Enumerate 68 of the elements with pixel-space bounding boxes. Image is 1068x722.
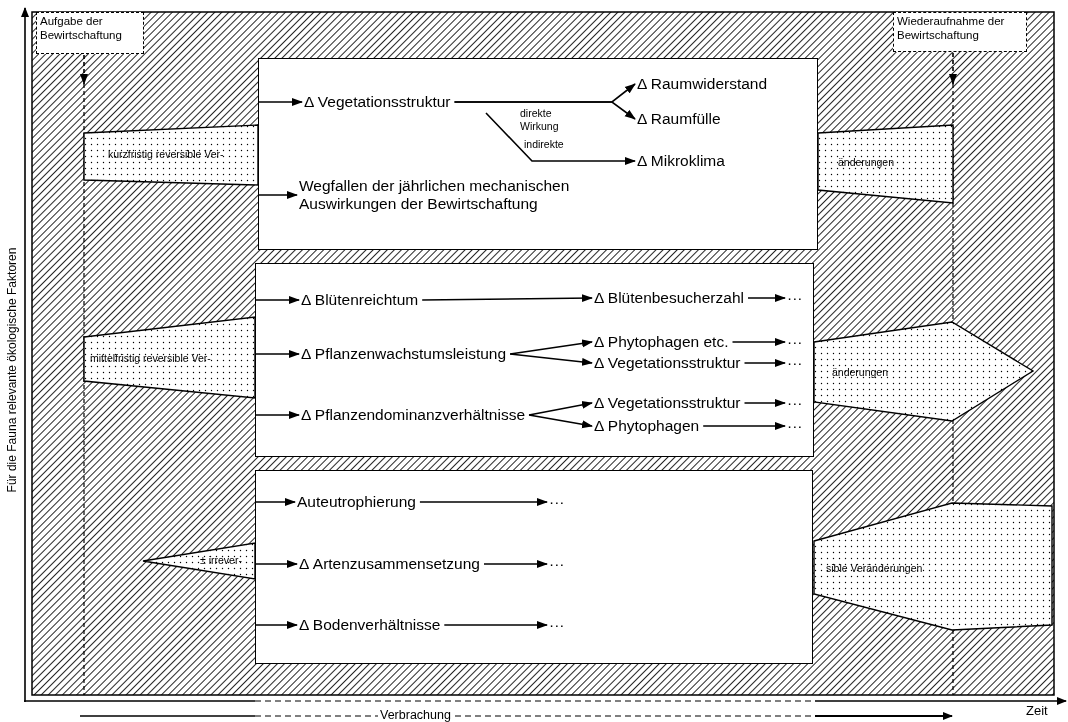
continuation-dots: ···: [787, 394, 803, 412]
arrow: [483, 560, 548, 568]
edge-label: indirekte: [524, 138, 564, 151]
dotted-band: [84, 317, 255, 398]
arrow: [443, 621, 548, 629]
dotted-band: [814, 503, 1052, 630]
arrow: [257, 191, 298, 199]
arrow: [419, 498, 548, 506]
dotted-band: [818, 125, 953, 203]
arrow: [747, 294, 786, 302]
arrow: [528, 414, 593, 429]
arrow: [485, 112, 636, 165]
factor-label: Δ Bodenverhältnisse: [299, 616, 441, 634]
continuation-dots: ···: [549, 616, 565, 634]
band-label: ± irrever-: [200, 554, 242, 566]
arrow: [254, 498, 296, 506]
continuation-dots: ···: [549, 555, 565, 573]
event-label: Aufgabe der Bewirtschaftung: [36, 12, 144, 54]
arrow: [421, 294, 593, 303]
dotted-band: [814, 322, 1033, 421]
arrow: [743, 399, 786, 407]
factor-label: Δ Mikroklima: [637, 152, 725, 170]
band-label: mittelfristig reversible Ver-: [90, 352, 211, 364]
arrow: [528, 400, 593, 416]
dotted-band: [84, 125, 258, 185]
factor-label: Δ Raumwiderstand: [637, 75, 768, 93]
arrow: [254, 621, 298, 629]
continuation-dots: ···: [549, 493, 565, 511]
arrow: [257, 98, 303, 106]
factor-label: Δ Blütenbesucherzahl: [594, 289, 744, 307]
factor-label: Δ Phytophagen etc.: [594, 333, 729, 351]
continuation-dots: ···: [787, 354, 803, 372]
factor-label: Δ Artenzusammensetzung: [299, 555, 480, 573]
continuation-dots: ···: [787, 289, 803, 307]
arrow: [254, 560, 298, 568]
factor-label: Wegfallen der jährlichen mechanischen Auswirkungen der Bewirtschaftung: [299, 177, 617, 213]
event-label: Wiederaufnahme der Bewirtschaftung: [893, 12, 1027, 52]
axis-title: Für die Fauna relevante ökologische Faktoren: [4, 247, 20, 493]
band-label: änderungen: [838, 156, 895, 168]
factor-panel: [258, 58, 818, 250]
continuation-dots: ···: [787, 417, 803, 435]
arrow: [254, 296, 300, 304]
factor-label: Δ Vegetationsstruktur: [594, 394, 741, 412]
factor-label: Δ Pflanzendominanzverhältnisse: [301, 406, 526, 424]
continuation-dots: ···: [787, 333, 803, 351]
arrow: [254, 350, 300, 358]
arrow: [80, 54, 88, 85]
arrow: [731, 338, 786, 346]
factor-label: Δ Phytophagen: [594, 417, 700, 435]
factor-panel: [255, 263, 814, 457]
band-label: kurzfristig reversible Ver-: [108, 148, 224, 160]
factor-label: Δ Blütenreichtum: [301, 291, 419, 309]
axis-title: Zeit: [1026, 703, 1048, 719]
arrow: [509, 353, 593, 366]
arrow: [453, 101, 636, 120]
factor-label: Δ Raumfülle: [637, 110, 721, 128]
factor-label: Δ Pflanzenwachstumsleistung: [301, 345, 507, 363]
period-label: Verbrachung: [378, 708, 453, 722]
factor-label: Auteutrophierung: [297, 493, 416, 511]
factor-label: Δ Vegetationsstruktur: [594, 354, 741, 372]
arrow: [743, 359, 786, 367]
band-label: sible Veränderungen: [826, 562, 923, 574]
dotted-band: [143, 543, 255, 579]
factor-panel: [255, 470, 813, 664]
band-label: änderungen: [832, 366, 889, 378]
arrow: [702, 422, 786, 430]
arrow: [254, 411, 300, 419]
factor-label: Δ Vegetationsstruktur: [304, 93, 451, 111]
